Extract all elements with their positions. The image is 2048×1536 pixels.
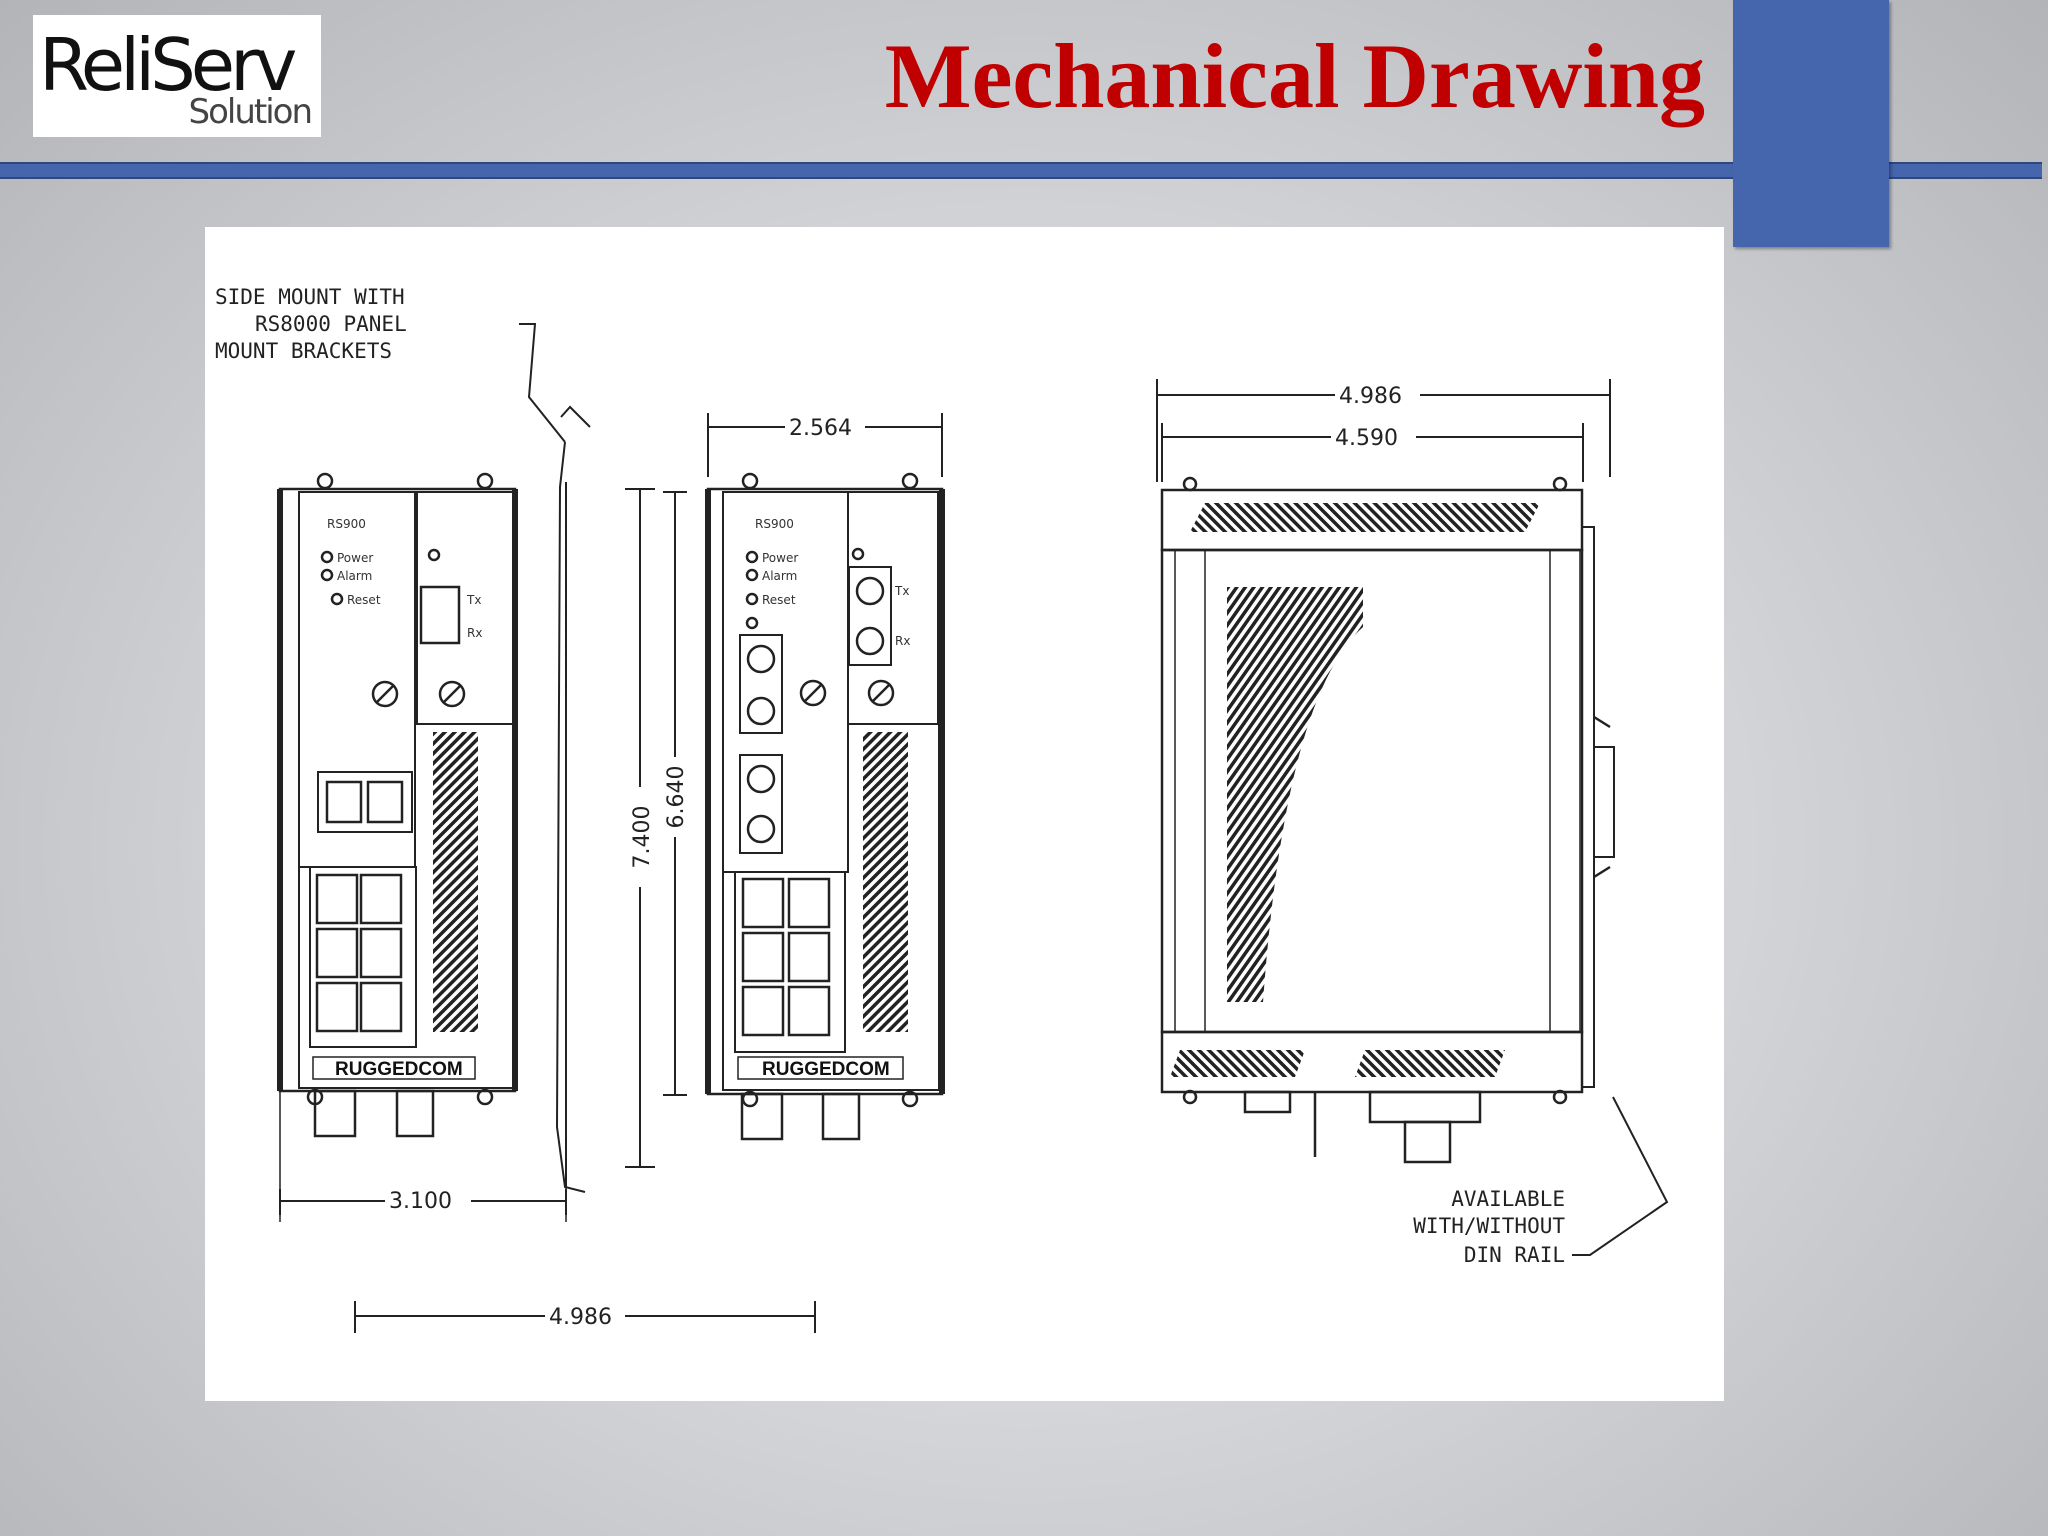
dimension-front-width <box>279 1189 567 1215</box>
din-rail-line-3: DIN RAIL <box>1464 1243 1565 1267</box>
side-mount-line-3: MOUNT BRACKETS <box>215 339 392 363</box>
logo-subtitle: Solution <box>188 92 313 132</box>
side-view-unit <box>1160 476 1615 1164</box>
dimension-bottom-depth <box>354 1301 816 1333</box>
dim-unit-width: 2.564 <box>789 416 852 441</box>
dim-side-depth-overall: 4.986 <box>1339 384 1402 409</box>
dimension-unit-width <box>707 413 943 477</box>
led-power-right: Power <box>762 551 798 565</box>
din-rail-line-2: WITH/WITHOUT <box>1413 1214 1565 1238</box>
brand-label-right: RUGGEDCOM <box>762 1059 890 1080</box>
din-rail-line-1: AVAILABLE <box>1451 1187 1565 1211</box>
model-label-left: RS900 <box>327 517 366 531</box>
header-divider <box>0 162 2042 179</box>
accent-block <box>1733 0 1889 247</box>
mechanical-drawing-panel: SIDE MOUNT WITH RS8000 PANEL MOUNT BRACK… <box>205 227 1724 1401</box>
model-label-right: RS900 <box>755 517 794 531</box>
front-view-left-unit <box>277 472 567 1222</box>
dim-width-with-brackets: 3.100 <box>389 1189 452 1214</box>
side-mount-callout: SIDE MOUNT WITH RS8000 PANEL MOUNT BRACK… <box>215 285 566 443</box>
din-rail-callout: AVAILABLE WITH/WITHOUT DIN RAIL <box>1413 1096 1669 1267</box>
dim-depth-bottom: 4.986 <box>549 1305 612 1330</box>
port-rx-right: Rx <box>895 634 910 648</box>
led-alarm-right: Alarm <box>762 569 797 583</box>
front-view-bracket <box>555 405 591 1193</box>
mechanical-drawing: SIDE MOUNT WITH RS8000 PANEL MOUNT BRACK… <box>215 285 1669 1333</box>
led-reset-left: Reset <box>347 593 381 607</box>
front-view-right-unit <box>705 472 945 1141</box>
slide-title: Mechanical Drawing <box>884 25 1705 127</box>
port-tx-right: Tx <box>894 584 909 598</box>
company-logo: ReliServ Solution <box>33 15 321 137</box>
dim-height-with-brackets: 7.400 <box>630 806 655 869</box>
side-mount-line-2: RS8000 PANEL <box>255 312 407 336</box>
led-reset-right: Reset <box>762 593 796 607</box>
brand-label-left: RUGGEDCOM <box>335 1059 463 1080</box>
led-alarm-left: Alarm <box>337 569 372 583</box>
dim-side-depth-body: 4.590 <box>1335 426 1398 451</box>
dimension-side-depth <box>1156 379 1611 482</box>
logo-wordmark: ReliServ <box>39 23 297 107</box>
port-rx-left: Rx <box>467 626 482 640</box>
side-mount-line-1: SIDE MOUNT WITH <box>215 285 405 309</box>
dimension-heights <box>625 488 687 1168</box>
dim-unit-height: 6.640 <box>664 766 689 829</box>
port-tx-left: Tx <box>466 593 481 607</box>
led-power-left: Power <box>337 551 373 565</box>
